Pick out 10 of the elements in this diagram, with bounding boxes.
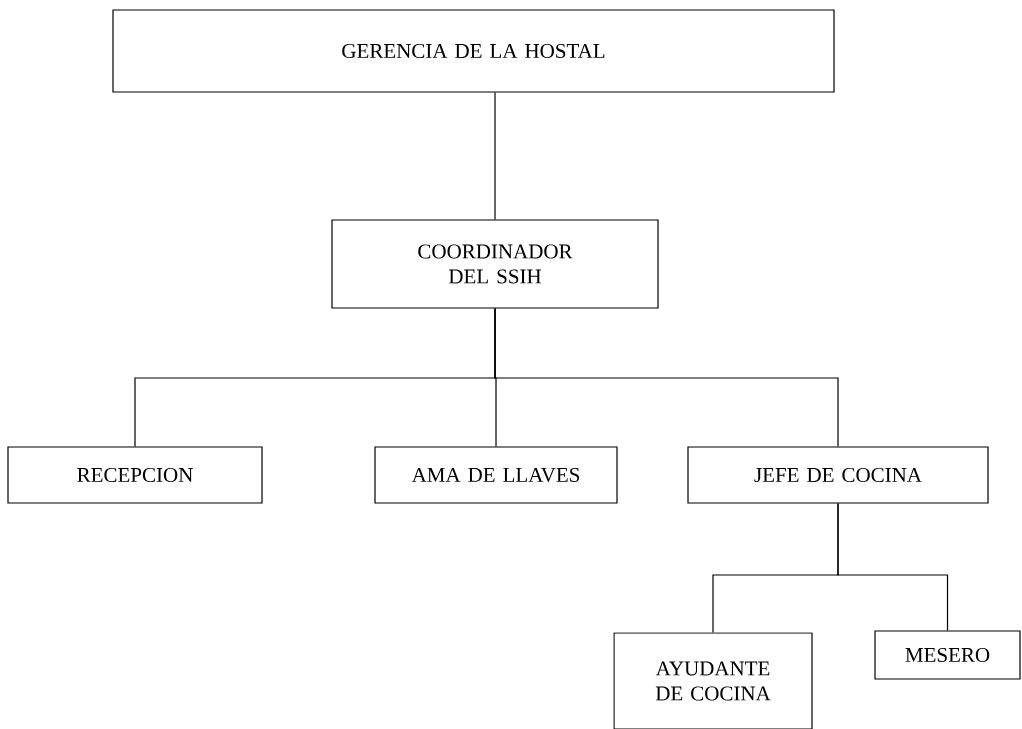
org-box: GERENCIA DE LA HOSTAL <box>112 9 835 93</box>
org-box: MESERO <box>874 630 1021 680</box>
connector-line <box>494 308 839 447</box>
connector-line <box>494 92 496 220</box>
org-box: RECEPCION <box>7 446 263 504</box>
org-box: AYUDANTE DE COCINA <box>613 632 813 729</box>
connector-line <box>837 503 949 631</box>
org-box: JEFE DE COCINA <box>687 446 989 504</box>
org-box: AMA DE LLAVES <box>374 446 618 504</box>
org-box: COORDINADOR DEL SSIH <box>331 219 659 309</box>
